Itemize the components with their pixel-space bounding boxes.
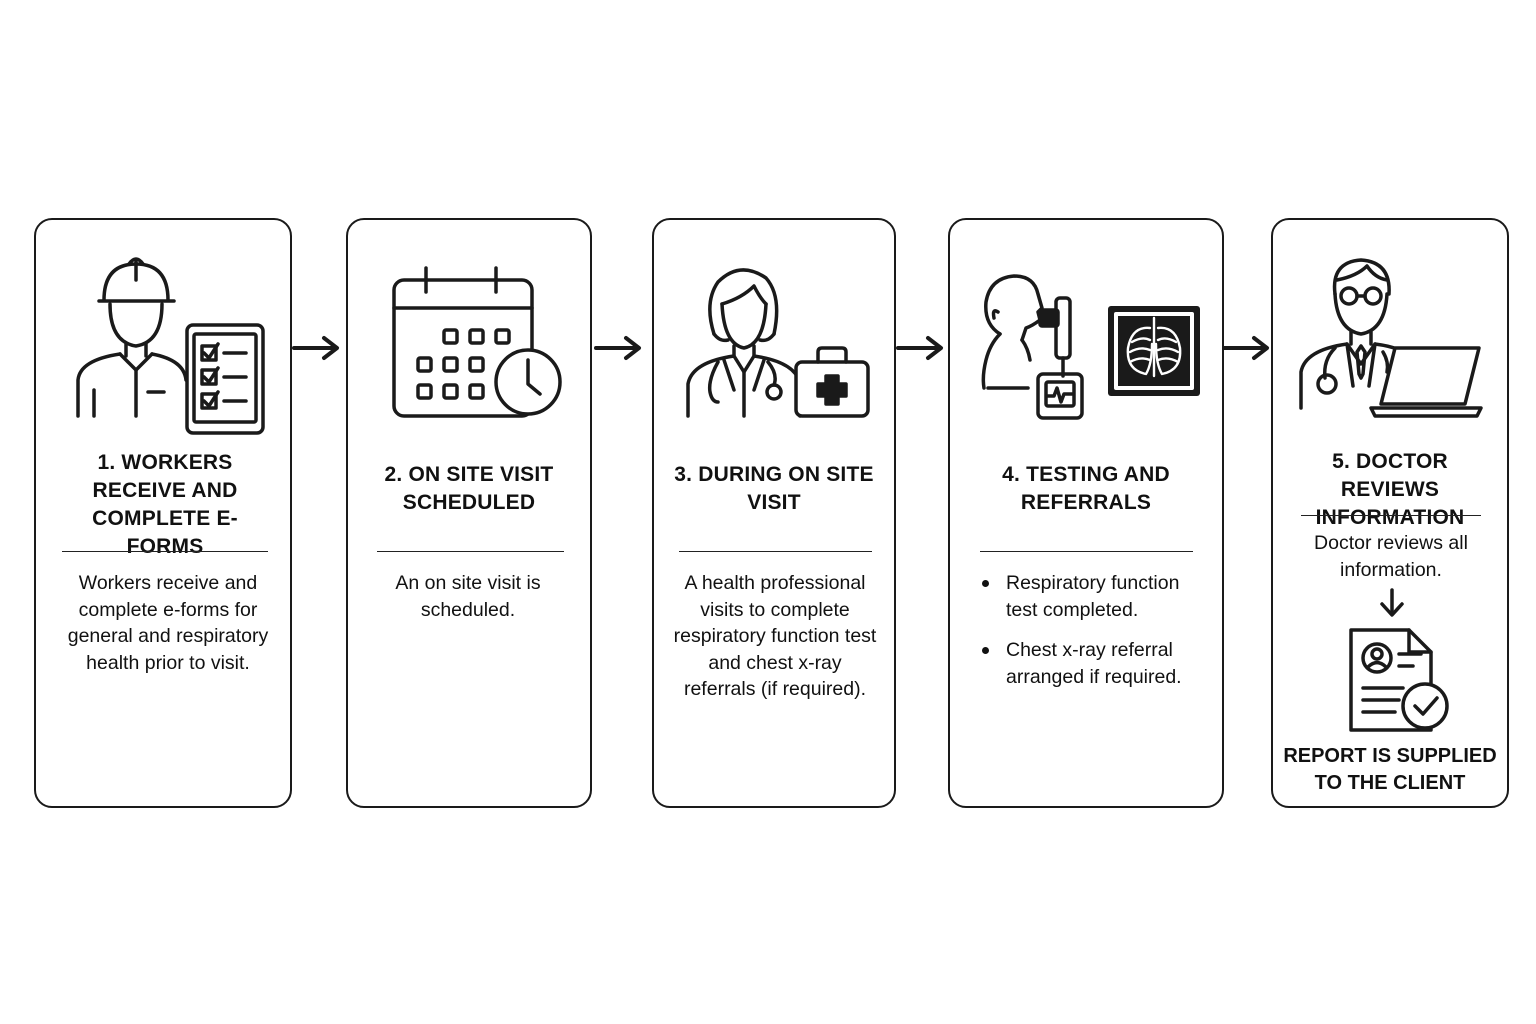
step-4-bullet-1: Respiratory function test completed.: [980, 570, 1210, 623]
step-3-title: 3. DURING ON SITE VISIT: [674, 463, 874, 514]
calendar-icon: [392, 266, 534, 418]
flow-arrow-3: [896, 336, 943, 360]
tablet-checklist-icon: [185, 323, 265, 435]
step-5-title: 5. DOCTOR REVIEWS INFORMATION: [1315, 450, 1465, 529]
step-card-4: 4. TESTING AND REFERRALS Respiratory fun…: [948, 218, 1224, 808]
step-card-1: 1. WORKERS RECEIVE AND COMPLETE E-FORMS …: [34, 218, 292, 808]
step-card-2: 2. ON SITE VISIT SCHEDULED An on site vi…: [346, 218, 592, 808]
medical-kit-icon: [794, 346, 870, 418]
step-3-description: A health professional visits to complete…: [673, 572, 877, 700]
step-2-title: 2. ON SITE VISIT SCHEDULED: [384, 463, 554, 514]
step-2-icons: [348, 248, 590, 428]
spirometry-test-icon: [981, 274, 1084, 420]
step-4-divider: [980, 551, 1193, 552]
step-card-3: 3. DURING ON SITE VISIT A health profess…: [652, 218, 896, 808]
step-2-description: An on site visit is scheduled.: [395, 572, 541, 621]
step-4-title: 4. TESTING AND REFERRALS: [1002, 463, 1170, 514]
step-5-icons: [1273, 248, 1507, 428]
step-4-icons: [950, 248, 1222, 428]
step-3-divider: [679, 551, 872, 552]
step-1-divider: [62, 551, 268, 552]
chest-xray-icon: [1108, 306, 1200, 396]
flow-arrow-2: [594, 336, 641, 360]
laptop-icon: [1369, 346, 1483, 418]
step-card-5: 5. DOCTOR REVIEWS INFORMATION Doctor rev…: [1271, 218, 1509, 808]
step-3-icons: [654, 248, 894, 428]
clock-icon: [494, 348, 562, 416]
step-1-description: Workers receive and complete e-forms for…: [67, 572, 269, 674]
step-4-bullets: Respiratory function test completed. Che…: [980, 570, 1210, 704]
step-4-bullet-2: Chest x-ray referral arranged if require…: [980, 637, 1210, 690]
step-2-divider: [377, 551, 564, 552]
step-1-title: 1. WORKERS RECEIVE AND COMPLETE E-FORMS: [92, 451, 238, 558]
step-5-description: Doctor reviews all information.: [1314, 532, 1468, 581]
report-supplied-text: REPORT IS SUPPLIED TO THE CLIENT: [1283, 745, 1497, 794]
report-document-icon: [1349, 628, 1449, 732]
down-arrow-icon: [1380, 588, 1404, 617]
step-5-divider: [1301, 515, 1481, 516]
flow-arrow-1: [292, 336, 339, 360]
step-1-icons: [36, 248, 290, 435]
health-professional-icon: [686, 268, 802, 418]
flow-arrow-4: [1222, 336, 1269, 360]
construction-worker-icon: [76, 257, 188, 418]
